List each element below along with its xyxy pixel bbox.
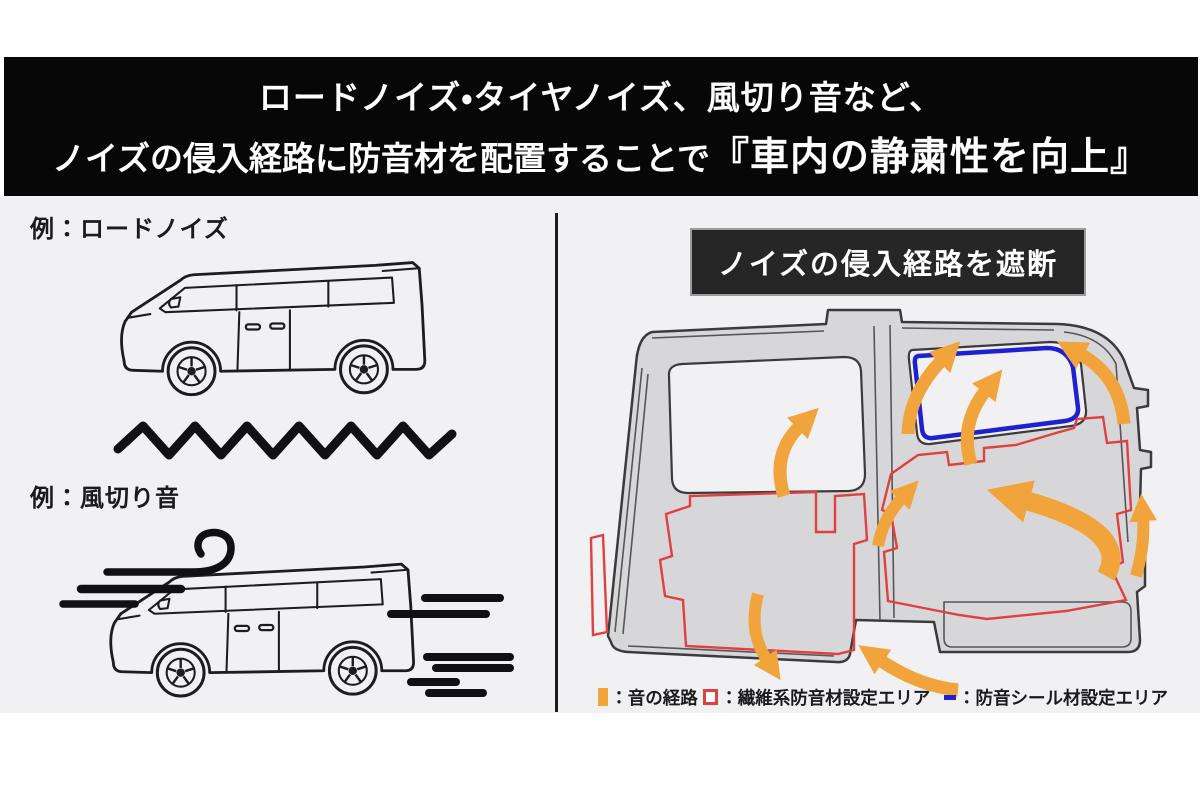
noise-path-cutaway-diagram bbox=[589, 308, 1158, 697]
noise-arrow bbox=[960, 369, 1003, 466]
legend-seal-label: ：防音シール材設定エリア bbox=[958, 687, 1168, 708]
banner-line1: ロードノイズ・タイヤノイズ、風切り音など、 bbox=[258, 79, 944, 116]
noise-arrow bbox=[1129, 493, 1158, 578]
body-detail-lines bbox=[614, 324, 1132, 657]
speed-lines-icon bbox=[387, 594, 514, 697]
legend-fiber-label: ：繊維系防音材設定エリア bbox=[720, 687, 931, 708]
diagram-title-text: ノイズの侵入経路を遮断 bbox=[717, 249, 1059, 281]
sliding-door-window bbox=[667, 355, 867, 495]
noise-arrow bbox=[773, 407, 819, 498]
legend-sound-path-label: ：音の経路 bbox=[610, 687, 698, 708]
noise-arrow bbox=[1056, 341, 1131, 425]
zigzag-wave-icon bbox=[113, 421, 457, 460]
legend-orange-swatch-icon bbox=[598, 688, 609, 706]
vertical-divider bbox=[555, 213, 558, 712]
wind-curl-icon bbox=[59, 528, 235, 608]
noise-arrow bbox=[748, 592, 781, 681]
header-banner: ロードノイズ・タイヤノイズ、風切り音など、 ノイズの侵入経路に防音材を配置するこ… bbox=[4, 57, 1198, 196]
legend-red-outline-swatch-icon bbox=[702, 689, 719, 705]
example-wind-noise-label: 例：風切り音 bbox=[30, 485, 180, 512]
banner-highlight: 『車内の静粛性を向上』 bbox=[710, 136, 1151, 179]
noise-path-arrows bbox=[748, 341, 1158, 697]
noise-arrow bbox=[901, 341, 961, 435]
diagram-title-box: ノイズの侵入経路を遮断 bbox=[690, 228, 1086, 296]
road-noise-van-illustration bbox=[96, 250, 452, 410]
noise-arrow bbox=[858, 645, 959, 697]
wind-noise-van-illustration bbox=[59, 528, 514, 758]
legend: ：音の経路 ：繊維系防音材設定エリア ：防音シール材設定エリア bbox=[598, 684, 1168, 710]
banner-line2: ノイズの侵入経路に防音材を配置することで 『車内の静粛性を向上』 bbox=[52, 126, 1150, 182]
legend-blue-line-swatch-icon bbox=[944, 694, 956, 700]
example-road-noise-label: 例：ロードノイズ bbox=[30, 216, 229, 243]
banner-line2-prefix: ノイズの侵入経路に防音材を配置することで bbox=[51, 140, 710, 177]
noise-arrow-large bbox=[986, 480, 1121, 581]
fiber-area-left-fragment bbox=[589, 533, 609, 637]
noise-arrow bbox=[872, 480, 919, 548]
fiber-area-door bbox=[658, 490, 869, 656]
